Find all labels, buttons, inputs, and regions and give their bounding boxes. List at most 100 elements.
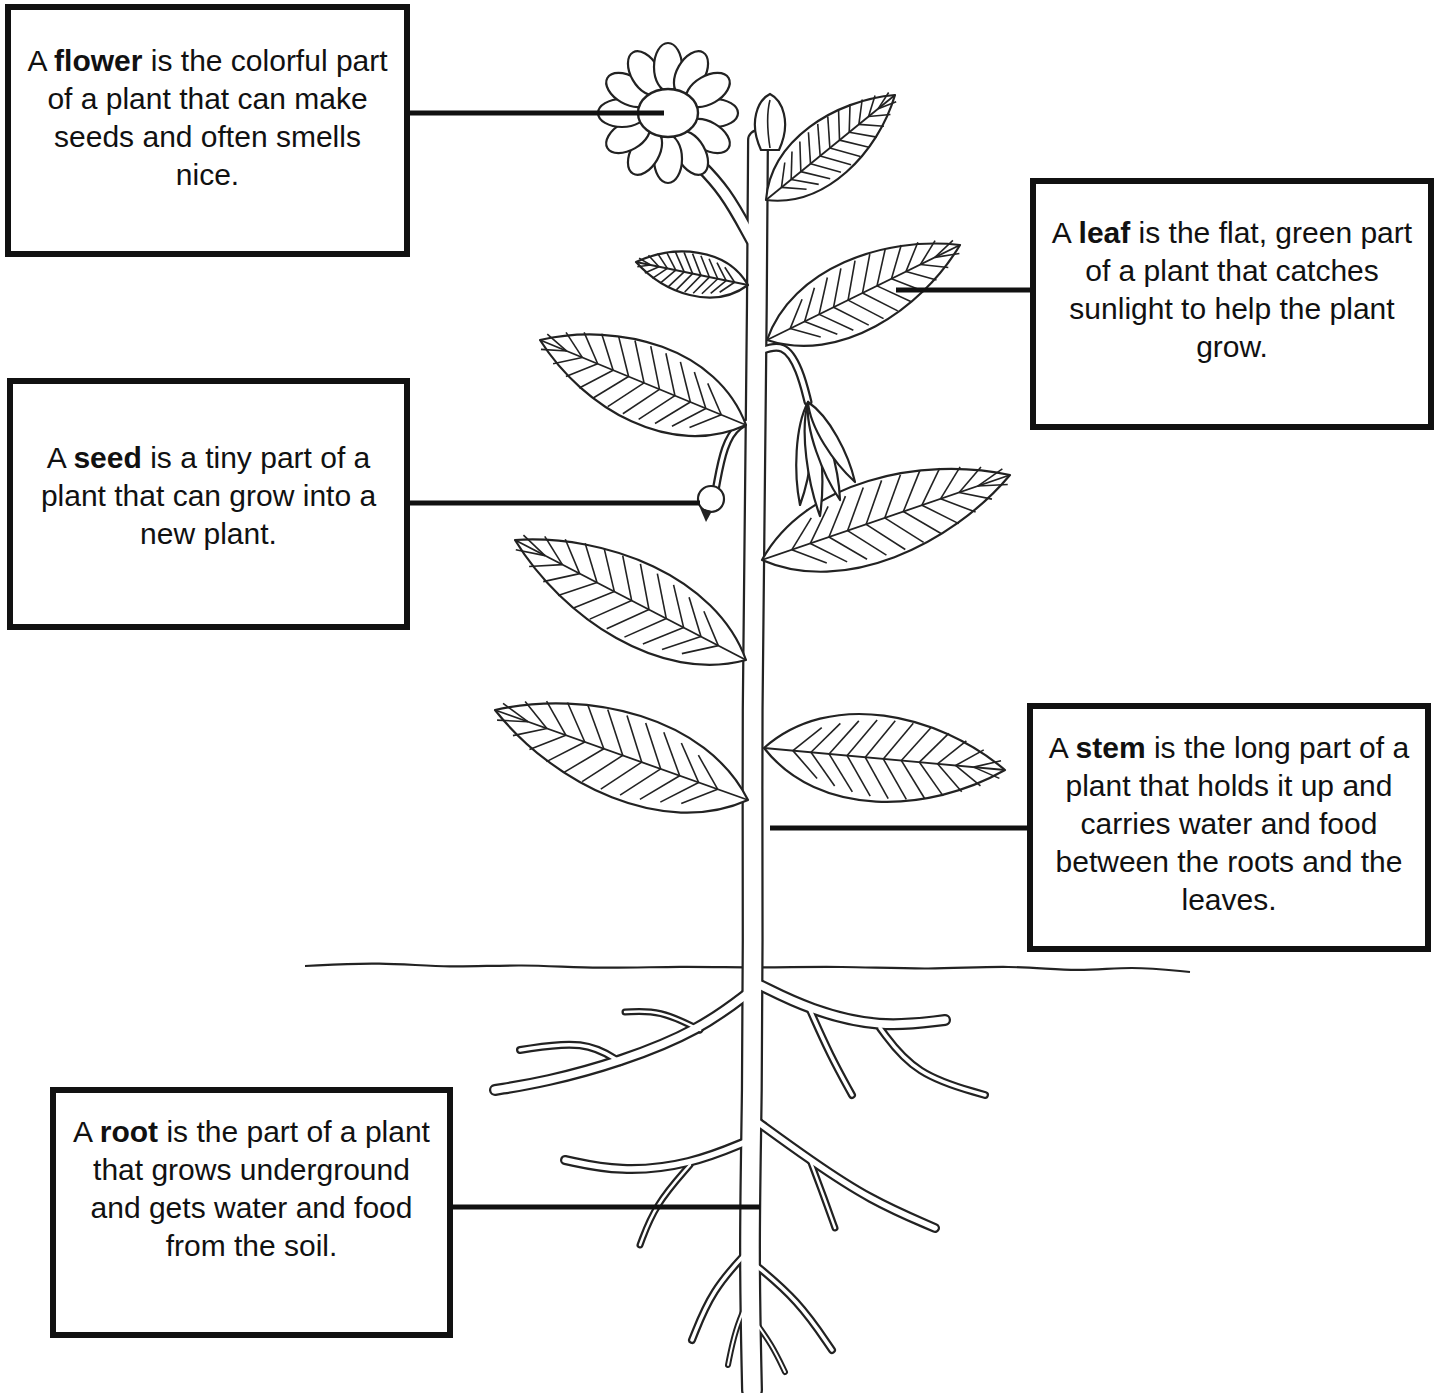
leaf-vein <box>585 543 597 582</box>
text-word: between <box>1056 845 1178 878</box>
leaf-vein <box>978 485 1008 487</box>
leaf-vein <box>790 152 792 180</box>
text-word: the <box>1280 292 1330 325</box>
leaf-vein <box>859 99 862 124</box>
text-word: soil. <box>284 1229 337 1262</box>
text-word: of <box>306 1115 339 1148</box>
label-box: A stem is the long part of a plant that … <box>1027 703 1431 952</box>
plant-root <box>565 1140 750 1169</box>
leaf-vein <box>497 720 528 722</box>
plant-root <box>810 1160 835 1228</box>
leaf-vein <box>690 415 722 428</box>
seed-drawing <box>698 486 724 512</box>
text-word: plant <box>106 82 179 115</box>
leaf-vein <box>903 512 941 534</box>
text-word: part <box>246 1115 306 1148</box>
leaf-vein <box>781 187 806 189</box>
leaf-vein <box>811 164 841 172</box>
leaf-vein <box>701 256 709 277</box>
leaf-vein <box>793 728 822 751</box>
text-word: grow. <box>1196 330 1268 363</box>
leaf-drawing <box>495 701 748 812</box>
label-box: A leaf is the flat, green part of a plan… <box>1030 178 1434 430</box>
leaf-vein <box>956 750 984 766</box>
leaf-vein <box>848 300 883 319</box>
leaf-drawing <box>808 402 855 482</box>
text-word: that <box>114 479 172 512</box>
leaf-vein <box>848 261 855 300</box>
plant-root-outline <box>880 1028 985 1095</box>
leader-line <box>410 111 664 116</box>
leaf-vein <box>619 336 629 376</box>
leaf-vein <box>819 314 853 330</box>
leaf-midrib <box>515 540 746 660</box>
text-word: food <box>354 1191 412 1224</box>
key-term: leaf <box>1079 216 1139 249</box>
leaf-vein <box>588 705 604 748</box>
leaf-vein <box>935 240 953 257</box>
key-term: root <box>100 1115 167 1148</box>
leaf-vein <box>623 556 632 601</box>
leaf-drawing <box>764 714 1005 802</box>
leaf-vein <box>693 277 709 293</box>
leaf-vein <box>938 741 967 764</box>
leaf-midrib <box>766 95 895 200</box>
leaf-vein <box>849 132 877 137</box>
leaf-vein <box>865 757 888 798</box>
text-word: is <box>151 44 181 77</box>
definition-text: A stem is the long part of a plant that … <box>1047 729 1411 919</box>
text-word: often <box>201 120 276 153</box>
leaf-vein <box>847 756 870 796</box>
leaf-vein <box>847 720 877 756</box>
text-word: plant <box>41 479 114 512</box>
leaf-vein <box>608 710 623 756</box>
leaf-vein <box>667 252 676 270</box>
text-word: grows <box>151 1153 239 1186</box>
leaf-vein <box>708 383 722 414</box>
text-word: the <box>196 1115 246 1148</box>
leaf-vein <box>799 141 802 171</box>
leaf-vein <box>568 702 585 741</box>
definition-text: A flower is the colorful part of a plant… <box>25 42 390 194</box>
leaf-vein <box>717 263 726 281</box>
leaf-vein <box>920 264 948 267</box>
text-word: the <box>1184 731 1234 764</box>
leaf-outline <box>540 334 746 436</box>
leaf-vein <box>901 761 924 799</box>
leaf-vein <box>681 789 717 803</box>
leaf-vein <box>922 505 959 523</box>
leaf-vein <box>602 334 613 370</box>
leaf-vein <box>662 637 701 650</box>
text-word: from <box>166 1229 234 1262</box>
text-word: part <box>1360 216 1412 249</box>
leaf-vein <box>565 539 579 573</box>
label-box: A seed is a tiny part of a plant that ca… <box>7 378 410 630</box>
leader-line <box>896 288 1030 293</box>
leaf-vein <box>877 249 885 286</box>
text-word: plant <box>1066 769 1139 802</box>
leaf-vein <box>903 471 919 512</box>
text-word: plant. <box>203 517 276 550</box>
text-word: is <box>150 441 180 474</box>
text-word: gets <box>149 1191 214 1224</box>
plant-root <box>625 1011 700 1030</box>
leaf-vein <box>859 124 884 126</box>
leaf-vein <box>848 488 864 531</box>
leaf-vein <box>883 759 906 799</box>
leaf-vein <box>651 346 660 389</box>
leaf-vein <box>906 242 918 271</box>
leaf-vein <box>866 480 881 524</box>
text-word: of <box>1085 254 1118 287</box>
plant-root <box>752 1262 832 1350</box>
text-word: that <box>1217 254 1275 287</box>
leaf-vein <box>810 543 847 561</box>
leaf-vein <box>547 701 566 735</box>
text-word: A <box>27 44 54 77</box>
leaf-vein <box>818 124 820 156</box>
text-word: the <box>234 1229 284 1262</box>
leaf-vein <box>607 610 649 629</box>
plant-root <box>754 1320 785 1372</box>
leaf-vein <box>869 95 875 116</box>
text-word: and <box>1302 845 1360 878</box>
